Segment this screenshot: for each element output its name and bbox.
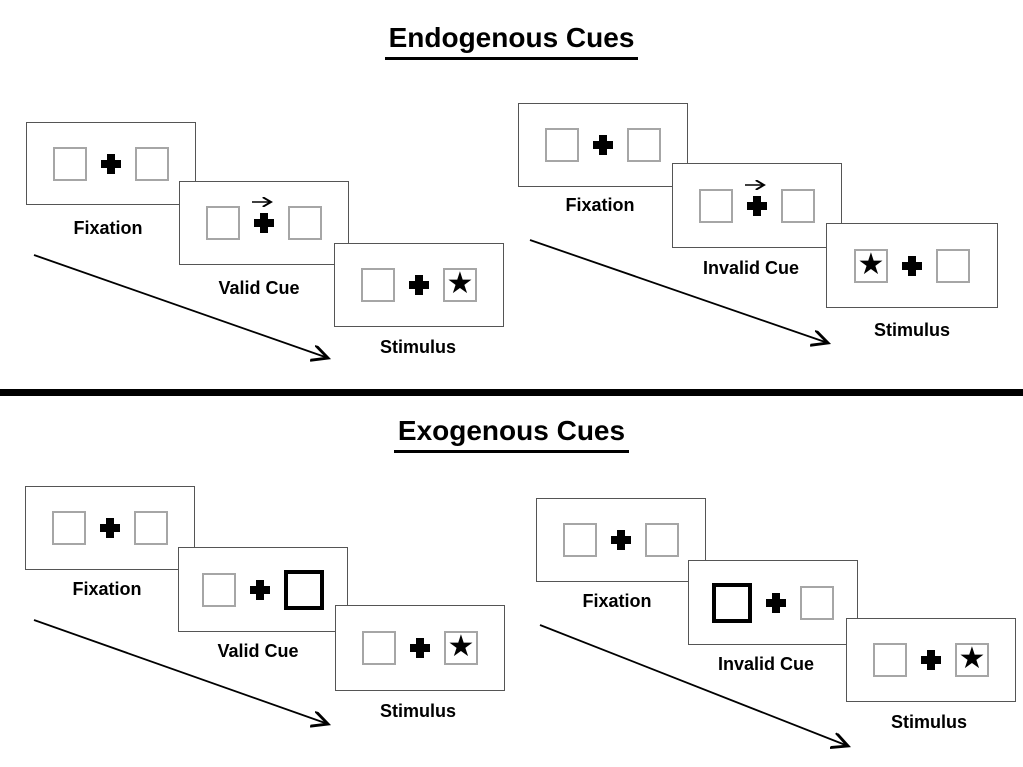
fixation-card bbox=[25, 486, 195, 570]
left-box bbox=[545, 128, 579, 162]
section-divider bbox=[0, 389, 1023, 396]
right-box-with-target: ★ bbox=[443, 268, 477, 302]
left-box bbox=[52, 511, 86, 545]
fixation-card bbox=[26, 122, 196, 205]
target-star-icon: ★ bbox=[857, 246, 885, 282]
valid-cue-card bbox=[179, 181, 349, 265]
invalid-cue-label: Invalid Cue bbox=[702, 258, 800, 278]
fixation-cross-icon bbox=[410, 638, 430, 658]
fixation-cross-icon bbox=[100, 518, 120, 538]
right-arrow-cue-icon bbox=[745, 180, 771, 190]
fixation-cross-icon bbox=[921, 650, 941, 670]
valid-cue-card bbox=[178, 547, 348, 632]
fixation-cross-icon bbox=[766, 592, 786, 613]
fixation-cross-icon bbox=[593, 135, 613, 155]
right-box-cue-highlight bbox=[284, 569, 324, 610]
right-box bbox=[134, 511, 168, 545]
stimulus-card: ★ bbox=[334, 243, 504, 327]
fixation-cross-icon bbox=[611, 530, 631, 550]
left-box bbox=[362, 631, 396, 665]
right-box-with-target: ★ bbox=[444, 631, 478, 665]
right-box bbox=[288, 206, 322, 240]
left-box bbox=[361, 268, 395, 302]
fixation-cross-icon bbox=[101, 153, 121, 174]
timeline-arrow-icon bbox=[33, 254, 340, 366]
right-box bbox=[800, 585, 834, 620]
endogenous-title-text: Endogenous Cues bbox=[384, 22, 639, 60]
stimulus-card: ★ bbox=[335, 605, 505, 691]
invalid-cue-card bbox=[672, 163, 842, 248]
left-box-cue-highlight bbox=[712, 582, 752, 623]
left-box bbox=[873, 643, 907, 677]
right-box-with-target: ★ bbox=[955, 643, 989, 677]
stimulus-label: Stimulus bbox=[379, 701, 456, 721]
right-arrow-cue-icon bbox=[252, 197, 278, 207]
stimulus-card: ★ bbox=[846, 618, 1016, 702]
right-box bbox=[135, 146, 169, 181]
fixation-cross-icon bbox=[902, 255, 922, 276]
fixation-cross-icon bbox=[250, 579, 270, 600]
endogenous-section-title: Endogenous Cues bbox=[0, 22, 1023, 60]
invalid-cue-label: Invalid Cue bbox=[717, 654, 815, 674]
invalid-cue-card bbox=[688, 560, 858, 645]
left-box bbox=[699, 188, 733, 223]
target-star-icon: ★ bbox=[958, 641, 986, 676]
fixation-card bbox=[536, 498, 706, 582]
left-box bbox=[563, 523, 597, 557]
target-star-icon: ★ bbox=[446, 266, 474, 301]
left-box bbox=[202, 572, 236, 607]
target-star-icon: ★ bbox=[447, 629, 475, 664]
left-box-with-target: ★ bbox=[854, 246, 888, 283]
exogenous-section-title: Exogenous Cues bbox=[0, 415, 1023, 453]
left-box bbox=[206, 206, 240, 240]
stimulus-label: Stimulus bbox=[379, 337, 456, 357]
fixation-label: Fixation bbox=[582, 591, 652, 611]
exogenous-title-text: Exogenous Cues bbox=[393, 415, 630, 453]
fixation-card bbox=[518, 103, 688, 187]
right-box bbox=[645, 523, 679, 557]
stimulus-card: ★ bbox=[826, 223, 998, 308]
stimulus-label: Stimulus bbox=[890, 712, 967, 732]
valid-cue-label: Valid Cue bbox=[217, 641, 299, 661]
stimulus-label: Stimulus bbox=[873, 320, 950, 340]
left-box bbox=[53, 146, 87, 181]
fixation-label: Fixation bbox=[73, 218, 143, 238]
valid-cue-label: Valid Cue bbox=[218, 278, 300, 298]
fixation-cross-icon bbox=[745, 196, 767, 216]
fixation-label: Fixation bbox=[72, 579, 142, 599]
right-box bbox=[936, 248, 970, 283]
right-box bbox=[781, 188, 815, 223]
timeline-arrow-icon bbox=[33, 619, 340, 733]
right-box bbox=[627, 128, 661, 162]
timeline-arrow-icon bbox=[539, 624, 860, 755]
fixation-cross-icon bbox=[252, 213, 274, 233]
fixation-cross-icon bbox=[409, 275, 429, 295]
timeline-arrow-icon bbox=[529, 239, 840, 353]
fixation-label: Fixation bbox=[565, 195, 635, 215]
